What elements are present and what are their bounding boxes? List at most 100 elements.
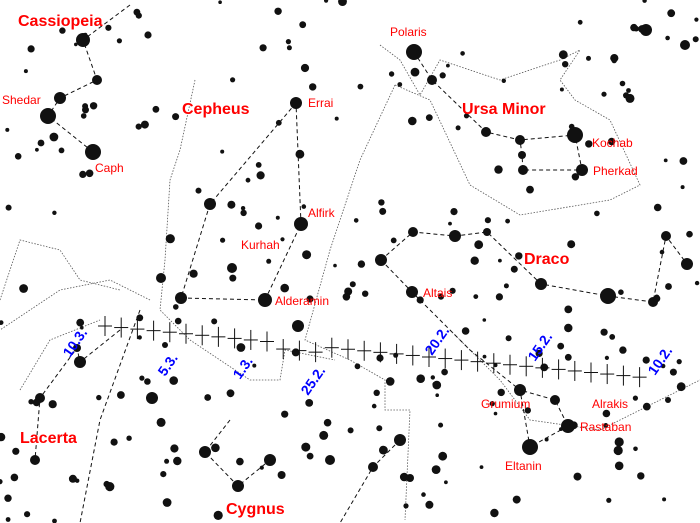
star	[484, 217, 491, 224]
star	[85, 169, 94, 178]
star	[638, 25, 646, 33]
star	[571, 173, 580, 181]
star	[633, 446, 638, 452]
label-cassiopeia: Cassiopeia	[18, 13, 103, 30]
star	[505, 335, 512, 342]
star	[660, 363, 666, 369]
star	[479, 465, 484, 469]
star	[305, 399, 314, 407]
star	[245, 177, 251, 183]
star	[427, 75, 437, 85]
star	[573, 472, 582, 481]
star	[5, 204, 12, 211]
star	[126, 435, 132, 441]
star	[614, 437, 624, 447]
star	[255, 162, 262, 168]
star	[399, 472, 409, 482]
star	[661, 231, 671, 241]
star	[642, 356, 650, 364]
star	[240, 206, 246, 211]
label-draco: Draco	[524, 251, 570, 268]
star	[403, 503, 409, 509]
star	[323, 418, 332, 427]
star	[230, 77, 236, 83]
star	[567, 127, 583, 143]
star	[23, 69, 28, 74]
star	[564, 353, 572, 361]
star	[35, 147, 39, 152]
star	[59, 27, 66, 34]
star	[632, 395, 639, 401]
star	[618, 289, 624, 296]
star	[535, 349, 543, 357]
star	[255, 222, 263, 230]
star	[294, 217, 308, 231]
star	[601, 91, 607, 97]
star	[606, 497, 612, 503]
star	[460, 51, 465, 56]
star	[535, 278, 547, 290]
star	[236, 457, 244, 466]
label-cygnus: Cygnus	[226, 501, 285, 518]
star	[692, 36, 699, 43]
star	[162, 498, 172, 507]
date-label: 5.3.	[154, 350, 181, 378]
star	[240, 209, 247, 217]
date-label: 25.2.	[297, 363, 328, 398]
label-grumium: Grumium	[481, 397, 530, 411]
star	[232, 480, 244, 492]
star	[135, 123, 142, 130]
star	[518, 151, 526, 159]
star	[144, 31, 152, 39]
star	[10, 473, 19, 482]
star	[430, 375, 435, 380]
star	[373, 389, 380, 396]
label-alrakis: Alrakis	[592, 397, 628, 411]
star	[259, 465, 264, 470]
star	[665, 397, 671, 403]
star	[493, 411, 498, 416]
label-kurhah: Kurhah	[241, 238, 280, 252]
star	[425, 114, 433, 121]
star	[27, 45, 35, 53]
star	[626, 88, 631, 93]
star	[613, 445, 623, 456]
star	[378, 199, 385, 206]
star	[264, 454, 276, 466]
star	[74, 356, 86, 368]
star	[174, 317, 182, 325]
star	[211, 318, 218, 325]
star	[347, 427, 354, 434]
star	[562, 60, 569, 68]
star	[600, 288, 616, 304]
star	[175, 292, 187, 304]
star	[302, 250, 312, 260]
star	[498, 258, 502, 263]
star	[306, 295, 314, 303]
star	[559, 87, 564, 92]
star	[227, 263, 237, 273]
star	[494, 165, 503, 174]
star	[295, 149, 305, 159]
star	[32, 398, 41, 407]
star	[164, 458, 170, 464]
star	[80, 113, 87, 119]
label-alfirk: Alfirk	[308, 206, 336, 220]
star	[669, 368, 677, 376]
star	[48, 400, 57, 409]
star	[607, 137, 616, 146]
star	[470, 256, 479, 265]
star	[421, 492, 426, 497]
star	[603, 423, 609, 428]
star	[189, 269, 198, 278]
label-cepheus: Cepheus	[182, 101, 250, 118]
star	[397, 82, 403, 87]
star	[52, 210, 57, 215]
star	[505, 218, 510, 224]
star	[220, 149, 225, 154]
star	[585, 140, 593, 148]
star	[594, 210, 600, 217]
star	[463, 113, 470, 119]
star	[136, 314, 144, 322]
